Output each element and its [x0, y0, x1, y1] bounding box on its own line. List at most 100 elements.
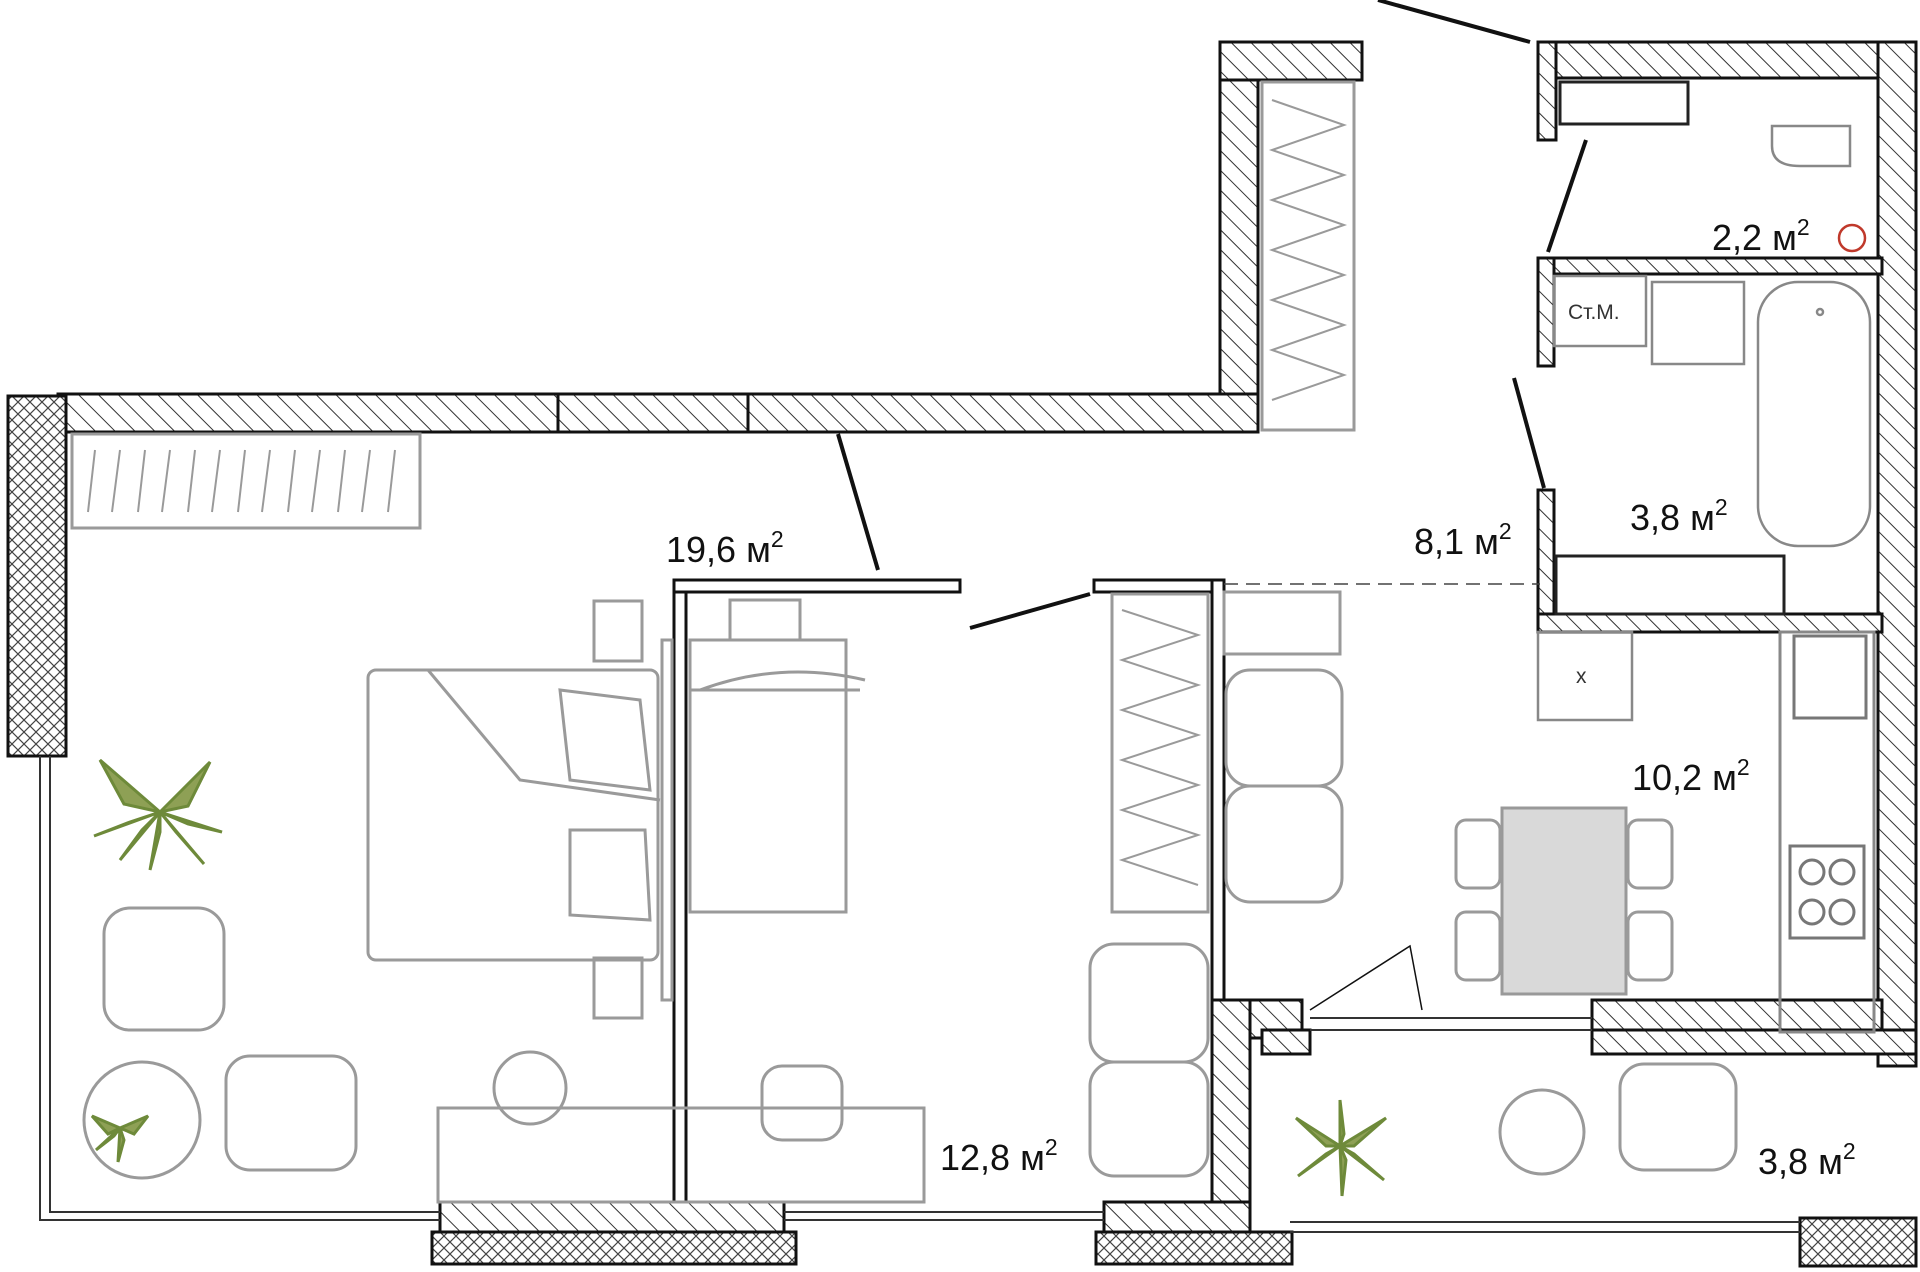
wall-bedroom-top-b	[1092, 578, 1226, 594]
stove	[1788, 844, 1866, 940]
area-unit-superscript: 2	[770, 526, 784, 552]
wc-cabinet	[1558, 80, 1690, 126]
armchair-bedroom-1	[1088, 942, 1210, 1064]
wall-left	[6, 394, 68, 758]
wall-bedroom-left	[672, 581, 688, 1205]
area-unit-superscript: 2	[1714, 494, 1728, 520]
wall-balcony-left	[1210, 998, 1252, 1234]
wall-wc-left-top	[1536, 40, 1558, 142]
wardrobe-corridor	[1260, 80, 1356, 432]
wardrobe-hangers	[87, 99, 1348, 886]
wall-right-outer	[1876, 40, 1918, 1068]
area-label-hall: 8,1 м2	[1414, 520, 1512, 560]
fridge-mark: x	[1576, 665, 1587, 688]
wall-wc-top	[1536, 40, 1884, 80]
wall-bottom-c	[1102, 1200, 1252, 1234]
door-living[interactable]	[836, 433, 880, 571]
wall-balcony-bottom-right	[1798, 1216, 1918, 1268]
plant-balcony	[1294, 1099, 1387, 1197]
wall-wc-bottom	[1536, 256, 1884, 276]
doors	[836, 0, 1588, 1011]
area-unit: м	[1474, 521, 1499, 562]
double-bed	[366, 599, 674, 1020]
area-value: 12,8	[940, 1137, 1011, 1178]
area-label-kitchen: 10,2 м2	[1632, 756, 1750, 796]
area-value: 8,1	[1414, 521, 1465, 562]
balcony-chair	[1618, 1062, 1738, 1172]
area-unit: м	[1818, 1141, 1843, 1182]
area-unit: м	[1712, 757, 1737, 798]
area-unit: м	[1020, 1137, 1045, 1178]
washing-machine	[1552, 274, 1648, 348]
fixtures	[1554, 80, 1876, 1034]
coffee-table-living	[82, 1060, 202, 1180]
plant-icons	[90, 758, 1387, 1197]
walls	[6, 40, 1918, 1268]
dining-chairs	[1454, 818, 1674, 982]
area-unit-superscript: 2	[1044, 1134, 1058, 1160]
window-left	[39, 756, 440, 1221]
hall-armchair-1	[1224, 668, 1344, 788]
door-wc[interactable]	[1546, 139, 1588, 253]
area-label-living: 19,6 м2	[666, 528, 784, 568]
bath-cabinet	[1554, 554, 1786, 616]
wall-upper-left	[1218, 40, 1260, 396]
area-label-bath: 3,8 м2	[1630, 496, 1728, 536]
door-bedroom[interactable]	[969, 592, 1091, 630]
area-unit-superscript: 2	[1842, 1138, 1856, 1164]
door-bath[interactable]	[1512, 377, 1546, 489]
wall-balcony-top-right	[1590, 1028, 1918, 1056]
area-unit-superscript: 2	[1498, 518, 1512, 544]
door-balcony[interactable]	[1309, 944, 1423, 1011]
area-label-balcony: 3,8 м2	[1758, 1140, 1856, 1180]
wall-bottom-d	[1094, 1230, 1294, 1266]
area-value: 19,6	[666, 529, 737, 570]
area-value: 3,8	[1758, 1141, 1809, 1182]
area-unit: м	[1690, 497, 1715, 538]
bathroom-fixtures	[1536, 124, 1872, 722]
area-unit: м	[1772, 217, 1797, 258]
washing-machine-label: Ст.М.	[1568, 301, 1620, 324]
fridge	[1536, 630, 1634, 722]
wall-upper-top	[1218, 40, 1364, 82]
wall-bedroom-right	[1210, 578, 1226, 1002]
hall-armchair-2	[1224, 784, 1344, 904]
area-value: 3,8	[1630, 497, 1681, 538]
pouf	[492, 1050, 568, 1126]
dining-table	[1500, 806, 1628, 996]
kitchen-counter	[1778, 630, 1876, 1034]
area-unit-superscript: 2	[1796, 214, 1810, 240]
plant-living	[93, 758, 223, 871]
plant-living-small	[90, 1114, 150, 1163]
bathtub	[1756, 280, 1872, 548]
wall-balcony-right-stub	[1260, 1028, 1312, 1056]
area-value: 10,2	[1632, 757, 1703, 798]
kitchen-sink	[1792, 634, 1868, 720]
wall-top-mid	[556, 392, 750, 434]
wall-bath-left	[1536, 256, 1556, 368]
wall-top-right	[746, 392, 1260, 434]
wall-bottom-a	[438, 1200, 786, 1234]
door-entrance[interactable]	[1377, 0, 1531, 44]
windows	[39, 756, 1800, 1233]
single-bed	[688, 598, 866, 914]
wall-bottom-b	[430, 1230, 798, 1266]
washbasin	[1650, 280, 1746, 366]
area-unit-superscript: 2	[1736, 754, 1750, 780]
balcony-table	[1498, 1088, 1586, 1176]
armchair-living-2	[224, 1054, 358, 1172]
desk-chair	[760, 1064, 844, 1142]
wall-top-left	[56, 392, 560, 434]
wardrobe-living	[70, 432, 422, 530]
wall-bath-bottom	[1536, 612, 1884, 634]
armchair-living-1	[102, 906, 226, 1032]
area-value: 2,2	[1712, 217, 1763, 258]
hall-cabinet	[1222, 590, 1342, 656]
armchair-bedroom-2	[1088, 1060, 1210, 1178]
furniture	[70, 80, 1738, 1204]
area-unit: м	[746, 529, 771, 570]
wardrobe-bedroom	[1110, 592, 1210, 914]
riser-icon	[1837, 223, 1867, 253]
desk	[436, 1106, 926, 1204]
